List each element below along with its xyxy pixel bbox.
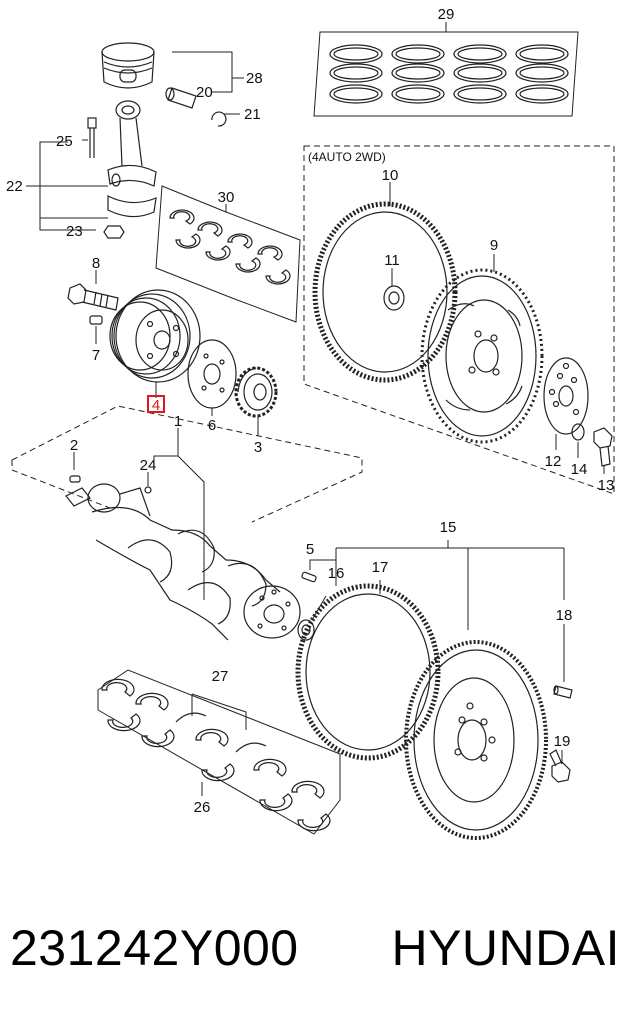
callout-25: 25 [56, 133, 73, 150]
auto-transmission-group-outline [303, 145, 615, 495]
callout-29: 29 [438, 6, 455, 23]
crankshaft-damper-pulley [109, 289, 201, 383]
callout-22: 22 [6, 178, 23, 195]
callout-16: 16 [328, 565, 345, 582]
callout-4: 4 [152, 397, 160, 414]
flywheel-dowel [301, 571, 317, 583]
piston-rings [329, 44, 569, 104]
rod-bearing-box [155, 185, 301, 323]
woodruff-key [89, 315, 103, 325]
rod-nut [103, 225, 125, 239]
callout-8: 8 [92, 255, 100, 272]
callout-6: 6 [208, 417, 216, 434]
rod-bolt [87, 117, 97, 158]
part-number: 231242Y000 [10, 920, 299, 976]
callout-2: 2 [70, 437, 78, 454]
callout-19: 19 [554, 733, 571, 750]
pulley-bolt [67, 283, 119, 311]
adapter-plate [543, 357, 589, 435]
flywheel [404, 640, 548, 840]
callout-13: 13 [598, 477, 615, 494]
connecting-rod [107, 100, 157, 218]
callout-labels: 29 28 20 21 25 22 23 30 8 7 6 3 4 (4AUTO… [6, 6, 614, 816]
highlighted-part-marker [147, 395, 165, 413]
timing-sprocket [234, 366, 278, 418]
crankshaft [65, 483, 301, 641]
callout-18: 18 [556, 607, 573, 624]
crank-bushing [383, 285, 405, 311]
callout-10: 10 [382, 167, 399, 184]
crank-washer-plate [187, 339, 237, 409]
callout-5: 5 [306, 541, 314, 558]
callout-30: 30 [218, 189, 235, 206]
piston-ring-set-box [313, 31, 579, 117]
callout-20: 20 [196, 84, 213, 101]
rod-bearing-shells [169, 209, 291, 285]
drive-plate-bolt [593, 427, 613, 467]
callout-11: 11 [384, 252, 400, 269]
piston-pin [165, 87, 197, 109]
callout-21: 21 [244, 106, 261, 123]
ring-gear-auto [312, 201, 458, 383]
brand-name: HYUNDAI [391, 920, 620, 976]
dowel-pin [69, 475, 81, 483]
callout-26: 26 [194, 799, 211, 816]
callout-7: 7 [92, 347, 100, 364]
callout-17: 17 [372, 559, 389, 576]
ring-gear-manual [295, 583, 441, 761]
thrust-washers [175, 712, 267, 753]
callout-14: 14 [571, 461, 588, 478]
callout-28: 28 [246, 70, 263, 87]
spacer-washer [571, 423, 585, 441]
variant-label: (4AUTO 2WD) [308, 150, 386, 164]
callout-3: 3 [254, 439, 262, 456]
callout-9: 9 [490, 237, 498, 254]
main-bearing-shells [101, 678, 331, 832]
pilot-bushing [297, 619, 315, 641]
snap-ring [211, 111, 227, 127]
part-footer: 231242Y000 HYUNDAI [10, 908, 620, 988]
crankshaft-group-outline [11, 405, 363, 523]
callout-15: 15 [440, 519, 457, 536]
crankshaft-pin [144, 486, 152, 494]
drive-plate [420, 268, 544, 444]
exploded-parts-diagram: 29 28 20 21 25 22 23 30 8 7 6 3 4 (4AUTO… [6, 6, 615, 840]
callout-27: 27 [212, 668, 229, 685]
main-bearing-box [97, 669, 341, 835]
flywheel-bolt [549, 749, 571, 783]
piston [101, 42, 155, 89]
callout-23: 23 [66, 223, 83, 240]
callout-12: 12 [545, 453, 562, 470]
callout-24: 24 [140, 457, 157, 474]
flywheel-pin [553, 685, 573, 699]
callout-1: 1 [174, 413, 182, 430]
